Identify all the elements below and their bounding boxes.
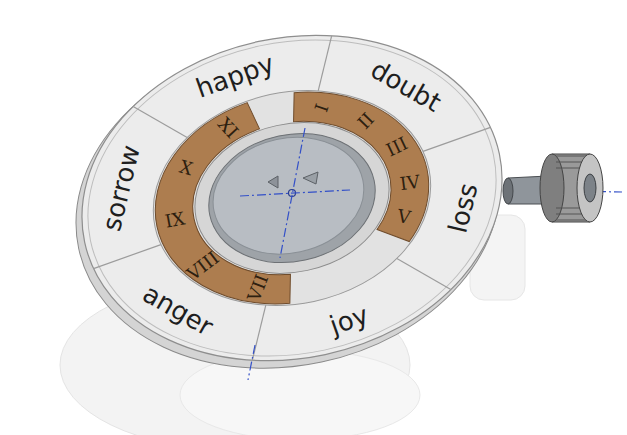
knob — [503, 154, 603, 222]
sector-divider — [308, 36, 343, 91]
center-lines — [240, 128, 622, 380]
emotion-label: happy — [192, 51, 277, 103]
disc-rim — [51, 0, 532, 399]
sector-dividers — [56, 7, 527, 388]
knob-hub — [584, 174, 596, 202]
emotion-label: loss — [445, 181, 482, 236]
roman-numeral: XI — [214, 114, 241, 141]
emotion-label: sorrow — [98, 143, 144, 234]
inner-well — [197, 119, 388, 278]
roman-numeral: II — [355, 109, 378, 132]
sector-divider — [421, 127, 492, 151]
knob-face — [577, 154, 603, 222]
center-line — [240, 190, 350, 196]
center-line — [248, 345, 255, 380]
band-ground — [133, 66, 451, 331]
hub-face — [202, 124, 375, 268]
disc-face — [51, 0, 532, 399]
sector-divider — [397, 249, 451, 299]
rim-line — [58, 3, 526, 393]
knob-shaft-end — [503, 178, 513, 204]
roman-numeral: VII — [245, 272, 272, 304]
roman-numeral: VIII — [184, 248, 222, 283]
knob-back — [540, 154, 564, 222]
emotion-label: anger — [139, 279, 217, 339]
emotion-label: doubt — [367, 56, 445, 116]
pointer-triangle — [303, 172, 318, 184]
roman-numeral: X — [177, 157, 194, 178]
emotion-label: joy — [327, 301, 372, 338]
sector-divider — [92, 245, 163, 269]
pointer-triangle — [268, 176, 278, 188]
knurl — [556, 220, 588, 221]
roman-numeral: IV — [399, 172, 421, 192]
roman-numeral: V — [396, 207, 412, 227]
sector-divider — [242, 305, 277, 360]
knurl — [556, 156, 588, 157]
inner-ring — [181, 105, 403, 290]
roman-numeral: III — [383, 135, 410, 160]
roman-numeral: I — [313, 101, 332, 113]
roman-numeral: IX — [164, 209, 187, 230]
sector-divider — [133, 97, 187, 147]
